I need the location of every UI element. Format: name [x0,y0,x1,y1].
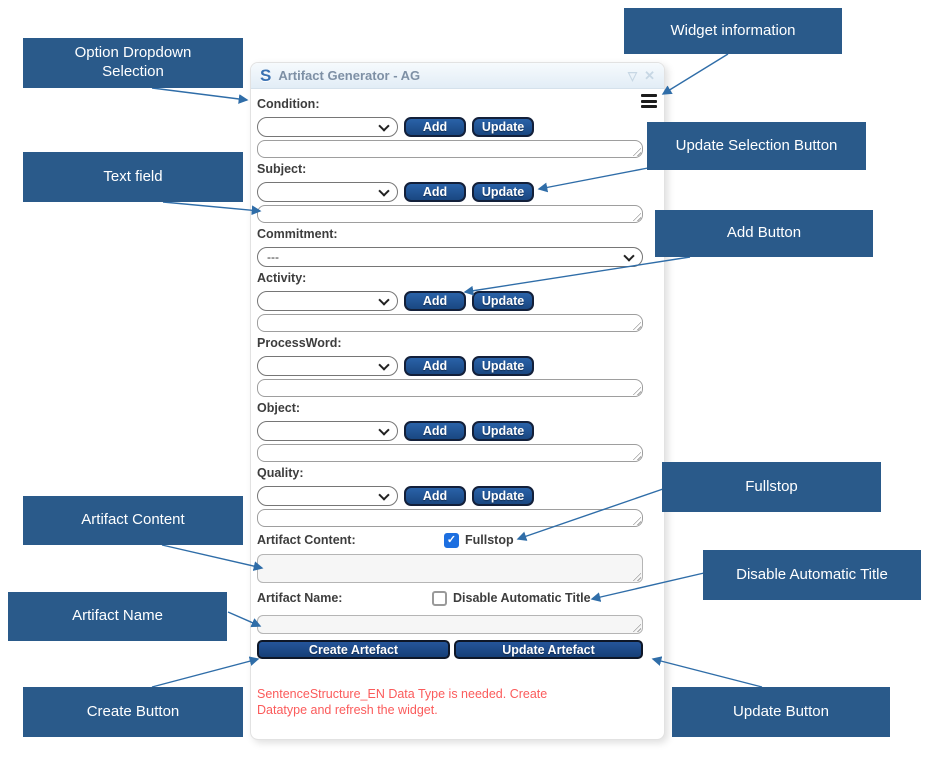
quality-add-button[interactable]: Add [404,486,466,506]
widget-information-menu-icon[interactable] [641,94,657,108]
condition-dropdown[interactable] [257,117,398,137]
disable-automatic-title-checkbox[interactable] [432,590,447,606]
callout-disable-automatic-title: Disable Automatic Title [703,550,921,600]
subject-label: Subject: [257,162,307,176]
subject-update-button[interactable]: Update [472,182,534,202]
quality-dropdown[interactable] [257,486,398,506]
section-object: Object: Add Update [257,401,656,462]
quality-label: Quality: [257,466,304,480]
collapse-icon[interactable]: ▽ [627,68,638,83]
activity-text-field[interactable] [257,314,643,332]
commitment-label: Commitment: [257,227,338,241]
activity-dropdown[interactable] [257,291,398,311]
object-add-button[interactable]: Add [404,421,466,441]
subject-text-field[interactable] [257,205,643,223]
object-text-field[interactable] [257,444,643,462]
fullstop-checkbox[interactable]: ✓ [444,532,459,548]
artifact-name-label: Artifact Name: [257,591,343,605]
commitment-dropdown-value: --- [267,250,279,264]
section-quality: Quality: Add Update [257,466,656,527]
datatype-error-message: SentenceStructure_EN Data Type is needed… [257,687,548,718]
callout-artifact-content: Artifact Content [23,496,243,545]
chevron-down-icon [378,488,390,501]
chevron-down-icon [378,423,390,436]
close-icon[interactable]: ✕ [644,68,655,83]
processword-add-button[interactable]: Add [404,356,466,376]
artifact-generator-widget: S Artifact Generator - AG ▽ ✕ Condition:… [250,62,665,740]
callout-option-dropdown-selection: Option Dropdown Selection [23,38,243,88]
callout-text-field: Text field [23,152,243,202]
section-commitment: Commitment: --- [257,227,656,267]
processword-dropdown[interactable] [257,356,398,376]
callout-update-selection-button: Update Selection Button [647,122,866,170]
object-update-button[interactable]: Update [472,421,534,441]
disable-automatic-title-label: Disable Automatic Title [453,591,591,605]
processword-label: ProcessWord: [257,336,342,350]
app-logo-icon: S [260,66,272,85]
update-artefact-button[interactable]: Update Artefact [454,640,643,659]
processword-text-field[interactable] [257,379,643,397]
quality-update-button[interactable]: Update [472,486,534,506]
commitment-dropdown[interactable]: --- [257,247,643,267]
condition-update-button[interactable]: Update [472,117,534,137]
condition-text-field[interactable] [257,140,643,158]
condition-label: Condition: [257,97,320,111]
activity-label: Activity: [257,271,307,285]
widget-title-bar: S Artifact Generator - AG ▽ ✕ [251,63,664,89]
callout-update-button: Update Button [672,687,890,737]
section-processword: ProcessWord: Add Update [257,336,656,397]
fullstop-label: Fullstop [465,533,514,547]
processword-update-button[interactable]: Update [472,356,534,376]
chevron-down-icon [378,184,390,197]
chevron-down-icon [378,119,390,132]
section-subject: Subject: Add Update [257,162,656,223]
subject-add-button[interactable]: Add [404,182,466,202]
callout-create-button: Create Button [23,687,243,737]
artifact-content-label: Artifact Content: [257,533,356,547]
activity-update-button[interactable]: Update [472,291,534,311]
chevron-down-icon [378,293,390,306]
section-activity: Activity: Add Update [257,271,656,332]
condition-add-button[interactable]: Add [404,117,466,137]
activity-add-button[interactable]: Add [404,291,466,311]
quality-text-field[interactable] [257,509,643,527]
callout-widget-information: Widget information [624,8,842,54]
object-dropdown[interactable] [257,421,398,441]
object-label: Object: [257,401,301,415]
section-condition: Condition: Add Update [257,97,656,158]
chevron-down-icon [378,358,390,371]
artifact-content-text-field[interactable] [257,554,643,583]
callout-artifact-name: Artifact Name [8,592,227,641]
callout-add-button: Add Button [655,210,873,257]
create-artefact-button[interactable]: Create Artefact [257,640,450,659]
widget-title: Artifact Generator - AG [278,68,421,83]
callout-fullstop: Fullstop [662,462,881,512]
subject-dropdown[interactable] [257,182,398,202]
chevron-down-icon [623,249,635,262]
artifact-name-text-field[interactable] [257,615,643,634]
